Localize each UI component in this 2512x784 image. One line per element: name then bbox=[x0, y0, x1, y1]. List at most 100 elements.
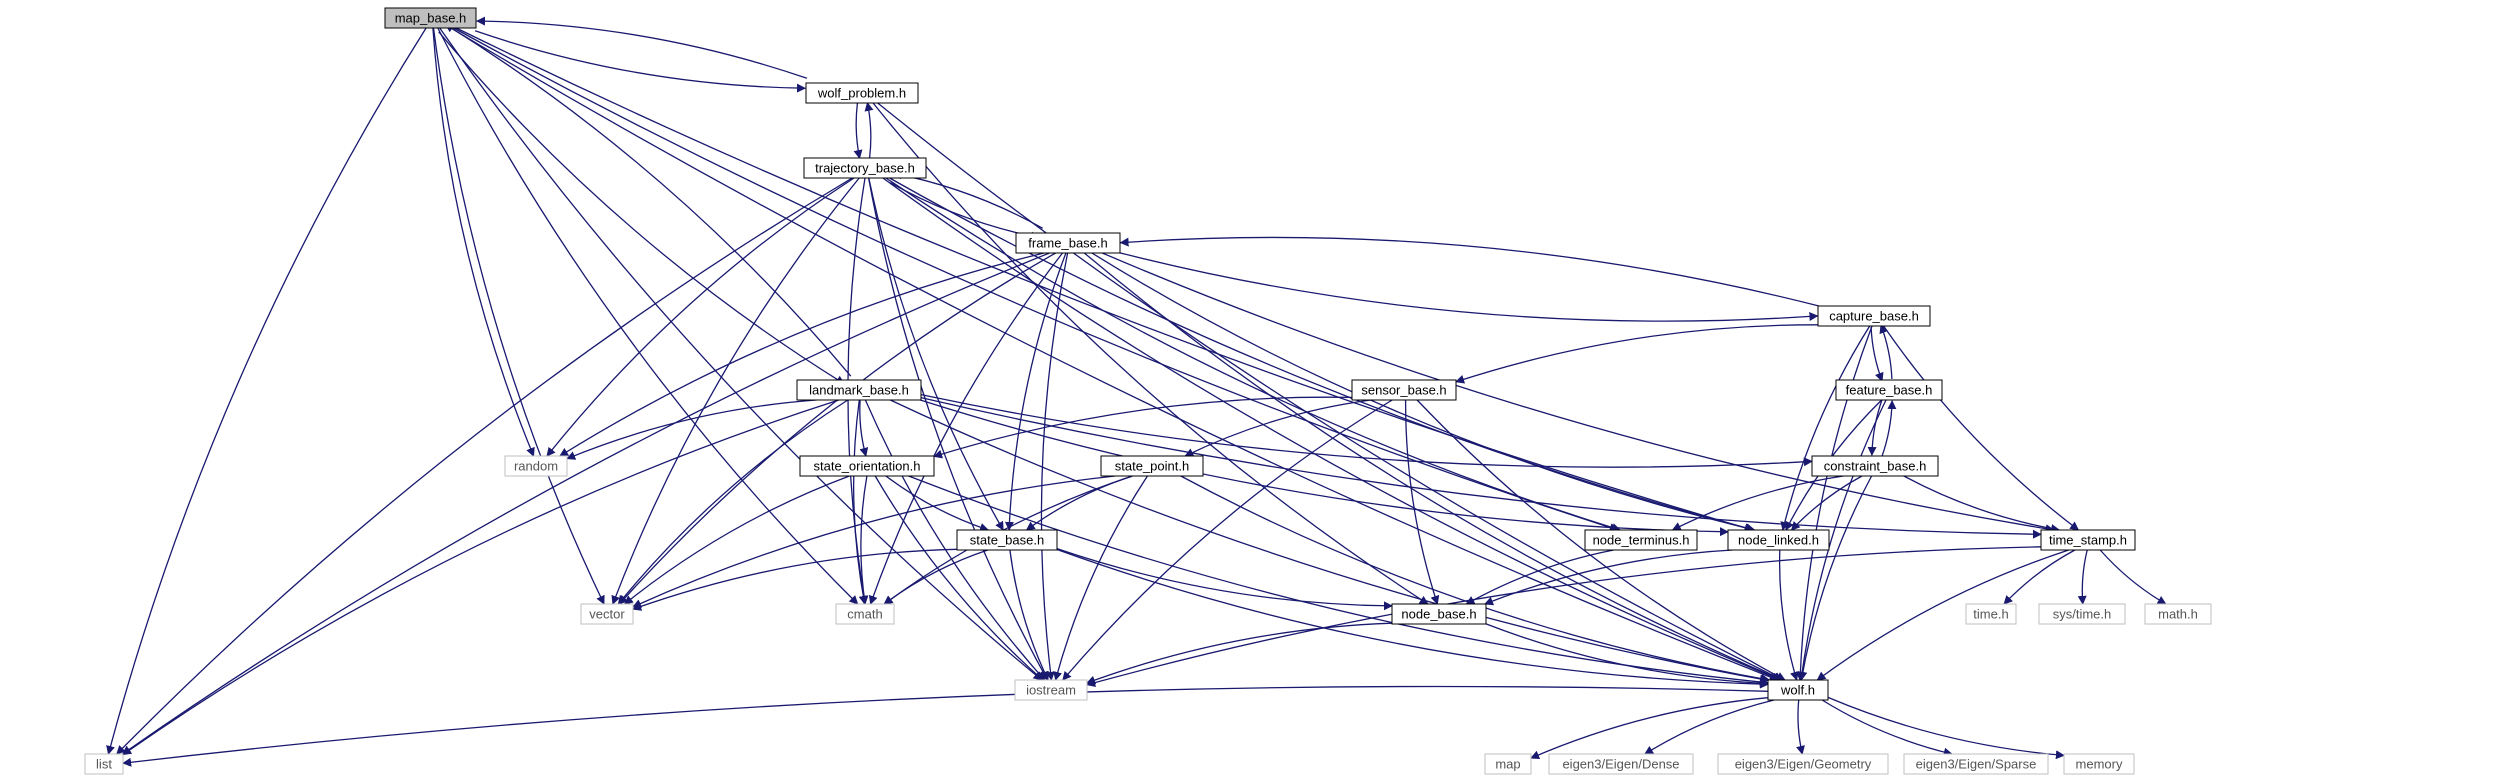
edge-frame_base-to-capture_base bbox=[1119, 252, 1819, 322]
node-sys-time: sys/time.h bbox=[2038, 603, 2126, 625]
edge-trajectory_base-to-node_linked bbox=[889, 177, 1755, 533]
node-state-orientation[interactable]: state_orientation.h bbox=[799, 455, 935, 477]
edge-sensor_base-to-iostream bbox=[1062, 399, 1393, 681]
edge-constraint_base-to-wolf bbox=[1798, 475, 1873, 681]
edge-landmark_base-to-wolf bbox=[890, 399, 1769, 684]
node-wolf-problem[interactable]: wolf_problem.h bbox=[805, 82, 919, 104]
node-box bbox=[580, 603, 634, 625]
edge-map_base-to-wolf bbox=[450, 27, 1779, 682]
node-label: random bbox=[514, 459, 558, 474]
edge-frame_base-to-iostream bbox=[1040, 252, 1069, 681]
node-box bbox=[84, 753, 124, 775]
node-box bbox=[1391, 603, 1487, 625]
edge-state_orientation-to-state_base bbox=[885, 475, 989, 532]
edge-trajectory_base-to-iostream bbox=[867, 177, 1048, 681]
edge-frame_base-to-list bbox=[121, 252, 1050, 755]
node-sensor-base[interactable]: sensor_base.h bbox=[1351, 379, 1457, 401]
edge-capture_base-to-frame_base bbox=[1119, 236, 1819, 307]
node-label: trajectory_base.h bbox=[815, 161, 915, 176]
edge-state_orientation-to-cmath bbox=[859, 475, 869, 605]
node-wolf[interactable]: wolf.h bbox=[1767, 679, 1829, 701]
edge-map_base-to-vector bbox=[432, 27, 605, 605]
edge-landmark_base-to-random bbox=[566, 399, 817, 460]
edge-state_base-to-iostream bbox=[1009, 549, 1049, 681]
edge-landmark_base-to-time_stamp bbox=[920, 396, 2042, 539]
edge-frame_base-to-node_linked bbox=[1091, 252, 1756, 533]
node-landmark-base[interactable]: landmark_base.h bbox=[796, 379, 922, 401]
edge-landmark_base-to-cmath bbox=[852, 399, 868, 605]
node-box bbox=[956, 529, 1058, 551]
node-label: cmath bbox=[847, 607, 882, 622]
node-label: capture_base.h bbox=[1829, 309, 1919, 324]
edge-landmark_base-to-node_linked bbox=[920, 399, 1729, 537]
edge-state_point-to-wolf bbox=[1180, 475, 1771, 684]
node-box bbox=[1351, 379, 1457, 401]
edge-map_base-to-iostream bbox=[439, 27, 1043, 681]
node-box bbox=[799, 455, 935, 477]
node-node-base[interactable]: node_base.h bbox=[1391, 603, 1487, 625]
node-label: list bbox=[96, 757, 112, 772]
node-box bbox=[1484, 753, 1532, 775]
node-time-stamp[interactable]: time_stamp.h bbox=[2040, 529, 2136, 551]
edge-map_base-to-node_terminus bbox=[453, 27, 1619, 532]
edge-frame_base-to-vector bbox=[618, 252, 1056, 605]
node-list: list bbox=[84, 753, 124, 775]
edge-frame_base-to-cmath bbox=[868, 252, 1064, 605]
edge-feature_base-to-capture_base bbox=[1879, 324, 1893, 380]
node-capture-base[interactable]: capture_base.h bbox=[1817, 305, 1931, 327]
node-node-terminus[interactable]: node_terminus.h bbox=[1584, 529, 1698, 551]
edge-state_base-to-node_base bbox=[1056, 547, 1393, 611]
node-box bbox=[1811, 455, 1939, 477]
nodes: map_base.h wolf_problem.h trajectory_base.… bbox=[84, 7, 2212, 775]
node-label: landmark_base.h bbox=[809, 383, 909, 398]
node-box bbox=[1015, 232, 1121, 254]
node-math-h: math.h bbox=[2144, 603, 2212, 625]
edge-landmark_base-to-iostream bbox=[864, 399, 1046, 681]
node-box bbox=[796, 379, 922, 401]
node-state-base[interactable]: state_base.h bbox=[956, 529, 1058, 551]
edge-trajectory_base-to-random bbox=[546, 177, 855, 457]
node-frame-base[interactable]: frame_base.h bbox=[1015, 232, 1121, 254]
node-label: eigen3/Eigen/Sparse bbox=[1916, 757, 2037, 772]
node-iostream: iostream bbox=[1014, 679, 1088, 701]
edge-state_orientation-to-vector bbox=[623, 475, 850, 605]
node-label: state_point.h bbox=[1115, 459, 1189, 474]
node-label: time_stamp.h bbox=[2049, 533, 2127, 548]
edge-trajectory_base-to-state_base bbox=[868, 177, 1004, 531]
node-constraint-base[interactable]: constraint_base.h bbox=[1811, 455, 1939, 477]
node-box bbox=[504, 455, 568, 477]
node-map-base[interactable]: map_base.h bbox=[384, 7, 477, 29]
edge-feature_base-to-constraint_base bbox=[1867, 398, 1883, 456]
node-box bbox=[1817, 305, 1931, 327]
edge-landmark_base-to-map_base bbox=[444, 23, 852, 377]
edge-trajectory_base-to-node_terminus bbox=[885, 177, 1621, 532]
edge-state_orientation-to-wolf bbox=[908, 475, 1769, 687]
node-label: math.h bbox=[2158, 607, 2198, 622]
edge-constraint_base-to-time_stamp bbox=[1903, 475, 2061, 534]
edge-wolf-to-memory bbox=[1827, 696, 2065, 760]
node-label: memory bbox=[2076, 757, 2123, 772]
edge-node_linked-to-wolf bbox=[1778, 549, 1799, 681]
node-box bbox=[1100, 455, 1204, 477]
node-box bbox=[2144, 603, 2212, 625]
edge-map_base-to-landmark_base bbox=[438, 31, 845, 385]
edge-frame_base-to-time_stamp bbox=[1102, 252, 2055, 534]
node-box bbox=[1548, 753, 1694, 775]
node-state-point[interactable]: state_point.h bbox=[1100, 455, 1204, 477]
edge-time_stamp-to-time_h bbox=[2003, 549, 2076, 605]
node-trajectory-base[interactable]: trajectory_base.h bbox=[803, 157, 927, 179]
node-box bbox=[1717, 753, 1889, 775]
edge-frame_base-to-wolf bbox=[1083, 252, 1783, 681]
node-feature-base[interactable]: feature_base.h bbox=[1835, 379, 1943, 401]
edge-wolf-to-eigen_dense bbox=[1644, 699, 1775, 755]
node-box bbox=[1965, 603, 2017, 625]
edge-trajectory_base-to-wolf bbox=[882, 177, 1781, 682]
node-label: frame_base.h bbox=[1028, 236, 1108, 251]
edge-map_base-to-node_linked bbox=[456, 27, 1754, 533]
node-label: node_base.h bbox=[1401, 607, 1476, 622]
node-node-linked[interactable]: node_linked.h bbox=[1727, 529, 1830, 551]
edge-constraint_base-to-node_linked bbox=[1790, 475, 1863, 531]
node-box bbox=[1727, 529, 1830, 551]
edge-map_base-to-cmath bbox=[437, 27, 859, 605]
